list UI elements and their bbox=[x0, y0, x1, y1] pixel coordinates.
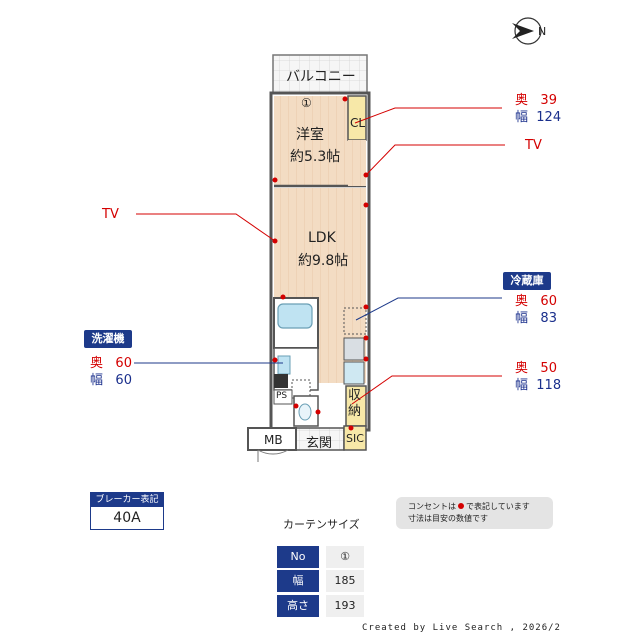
fridge-leader bbox=[355, 297, 502, 321]
notes-box: コンセントは で表記しています 寸法は目安の数値です bbox=[396, 497, 553, 529]
washer-width-value: 60 bbox=[115, 373, 132, 388]
balcony-label: バルコニー bbox=[286, 69, 356, 85]
mb-box bbox=[247, 427, 297, 451]
ldk-floor bbox=[274, 188, 366, 298]
breaker-label: ブレーカー表記 bbox=[91, 493, 163, 507]
fridge-depth-value: 60 bbox=[540, 294, 557, 309]
storage-width-value: 118 bbox=[536, 378, 562, 393]
curtain-row-value-width: 185 bbox=[326, 570, 364, 592]
compass-letter: N bbox=[538, 25, 546, 38]
ps-label: PS bbox=[276, 391, 288, 401]
ps-box bbox=[273, 389, 293, 405]
sic-box bbox=[343, 425, 367, 451]
compass-ring-icon bbox=[514, 17, 542, 45]
footer-credit: Created by Live Search , 2026/2 bbox=[362, 623, 561, 633]
storage-width-label: 幅 bbox=[515, 378, 529, 393]
closet-dims: 奥 39 幅 124 bbox=[515, 92, 561, 126]
closet-leader bbox=[354, 107, 502, 124]
storage-dims: 奥 50 幅 118 bbox=[515, 360, 561, 394]
breaker-box: ブレーカー表記 40A bbox=[90, 492, 164, 530]
fridge-depth-label: 奥 bbox=[515, 294, 529, 309]
washer-tag: 洗濯機 bbox=[84, 330, 132, 348]
curtain-row-label-height: 高さ bbox=[277, 595, 319, 617]
tv-right-label: TV bbox=[525, 138, 542, 153]
western-room-label: 洋室 bbox=[296, 127, 324, 143]
bathtub bbox=[277, 303, 313, 329]
tv-left-label: TV bbox=[102, 207, 119, 222]
notes-line-1: コンセントは で表記しています bbox=[408, 501, 553, 513]
entrance-label: 玄関 bbox=[306, 436, 333, 451]
notes-line-1-post: で表記しています bbox=[466, 502, 530, 511]
fridge-dims: 奥 60 幅 83 bbox=[515, 293, 557, 327]
fridge-width-value: 83 bbox=[540, 311, 557, 326]
compass-needle-icon bbox=[512, 23, 534, 39]
kitchen-sink bbox=[343, 337, 365, 361]
washer-dims: 奥 60 幅 60 bbox=[90, 355, 132, 389]
washer-width-label: 幅 bbox=[90, 373, 104, 388]
breaker-value: 40A bbox=[91, 507, 163, 529]
curtain-row-value-no: ① bbox=[326, 546, 364, 568]
western-room-size: 約5.3帖 bbox=[290, 149, 341, 165]
ldk-label: LDK bbox=[308, 230, 336, 246]
closet-label: CL bbox=[350, 116, 366, 130]
storage-leader bbox=[351, 375, 502, 405]
mb-label: MB bbox=[264, 433, 283, 447]
closet-width-value: 124 bbox=[536, 110, 562, 125]
washer-depth-value: 60 bbox=[115, 356, 132, 371]
western-room-floor bbox=[274, 96, 348, 186]
compass: N bbox=[512, 17, 546, 45]
notes-line-2: 寸法は目安の数値です bbox=[408, 514, 488, 523]
closet-depth-label: 奥 bbox=[515, 93, 529, 108]
curtain-marker: ① bbox=[301, 96, 312, 110]
curtain-row-label-width: 幅 bbox=[277, 570, 319, 592]
tv-right-leader bbox=[365, 144, 505, 176]
washer-depth-label: 奥 bbox=[90, 356, 104, 371]
outlet-markers bbox=[272, 96, 369, 431]
storage-depth-value: 50 bbox=[540, 361, 557, 376]
fridge-width-label: 幅 bbox=[515, 311, 529, 326]
ldk-size: 約9.8帖 bbox=[298, 253, 349, 269]
curtain-title: カーテンサイズ bbox=[283, 518, 360, 531]
tv-left-leader bbox=[136, 213, 276, 242]
fridge-tag: 冷蔵庫 bbox=[503, 272, 551, 290]
notes-line-1-pre: コンセントは bbox=[408, 502, 456, 511]
storage-label: 収納 bbox=[348, 388, 362, 419]
storage-depth-label: 奥 bbox=[515, 361, 529, 376]
curtain-row-value-height: 193 bbox=[326, 595, 364, 617]
kitchen-stove bbox=[343, 361, 365, 385]
curtain-row-label-no: No bbox=[277, 546, 319, 568]
outlet-legend-icon bbox=[458, 503, 464, 509]
closet-width-label: 幅 bbox=[515, 110, 529, 125]
closet-depth-value: 39 bbox=[540, 93, 557, 108]
balcony bbox=[272, 54, 368, 96]
sic-label: SIC bbox=[346, 432, 364, 445]
